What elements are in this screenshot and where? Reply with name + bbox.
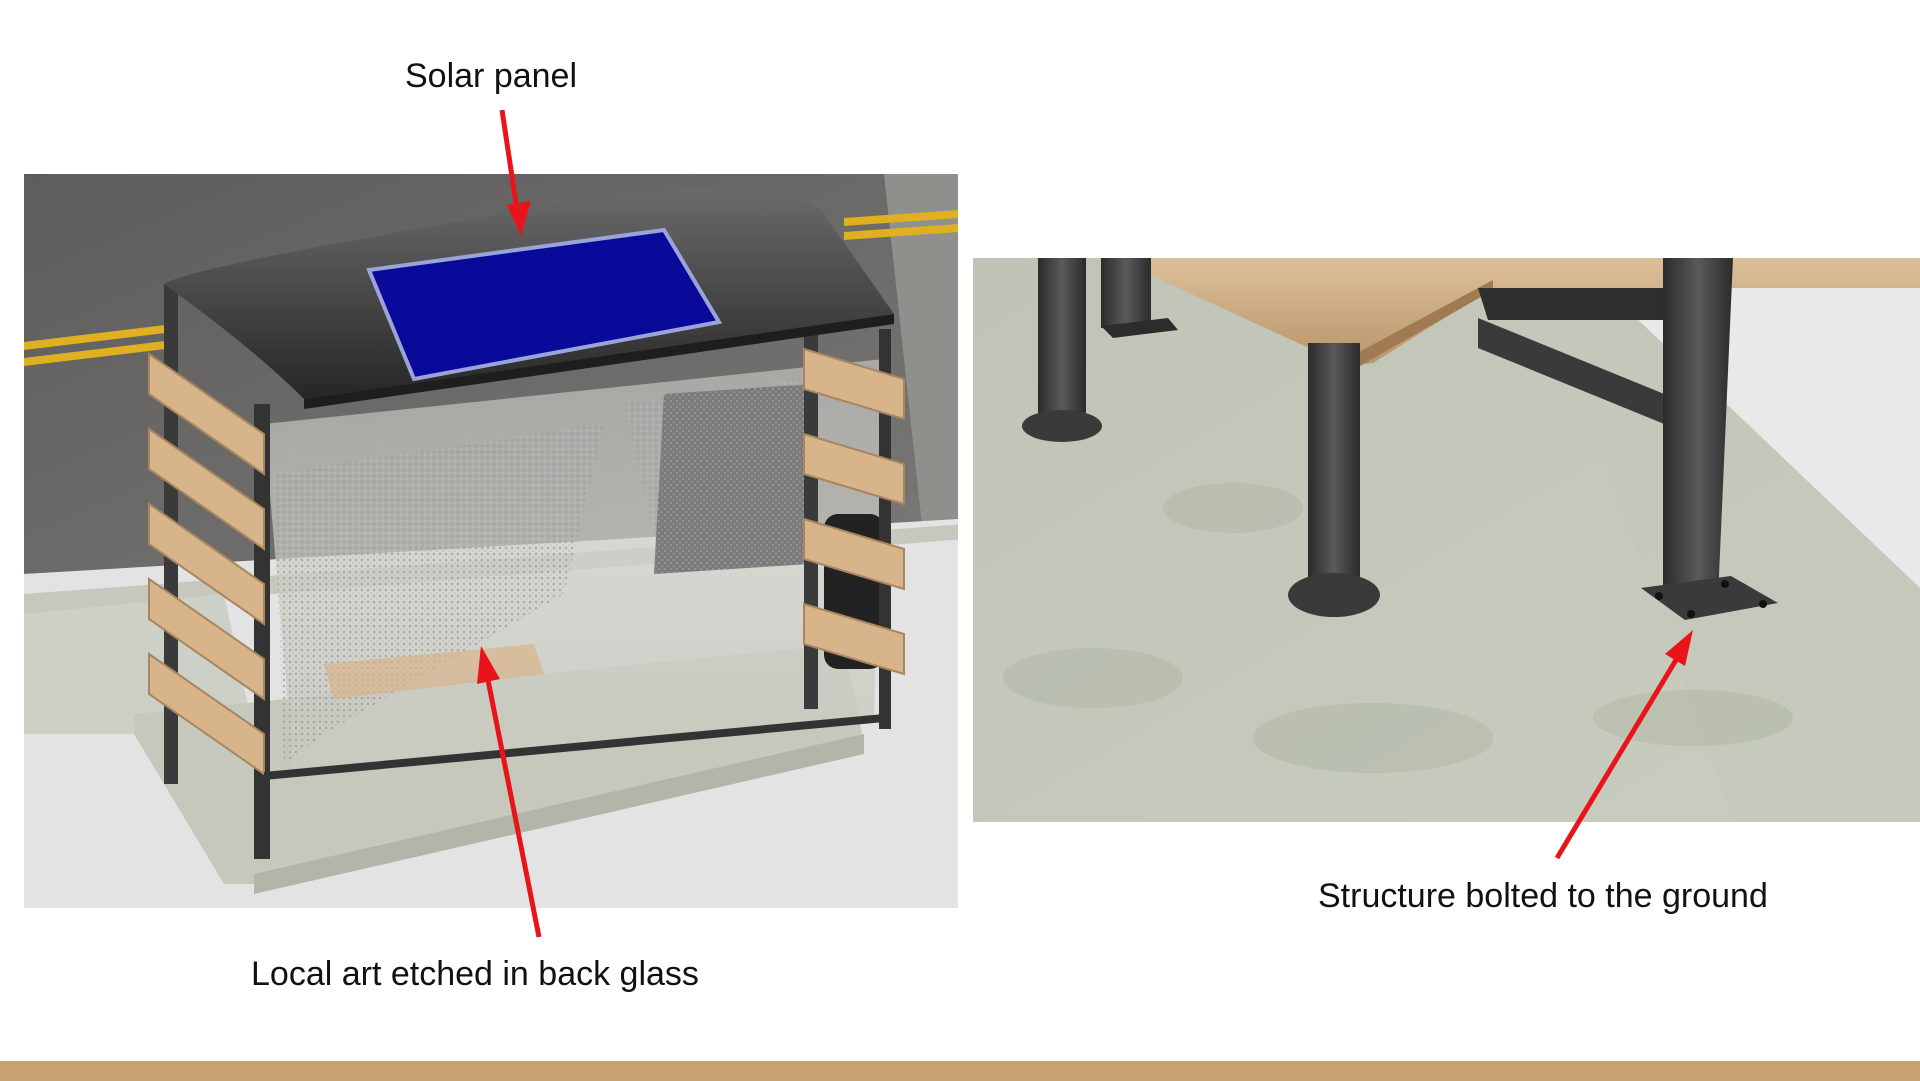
solar-panel-label: Solar panel [405, 57, 578, 95]
bolted-base-render [973, 258, 1920, 822]
local-art-label: Local art etched in back glass [251, 955, 699, 993]
bus-shelter-render [24, 174, 958, 908]
bolted-structure-label: Structure bolted to the ground [1318, 877, 1768, 915]
footer-accent-bar [0, 1061, 1920, 1081]
bus-shelter-illustration [24, 174, 958, 908]
bolted-base-illustration [973, 258, 1920, 822]
